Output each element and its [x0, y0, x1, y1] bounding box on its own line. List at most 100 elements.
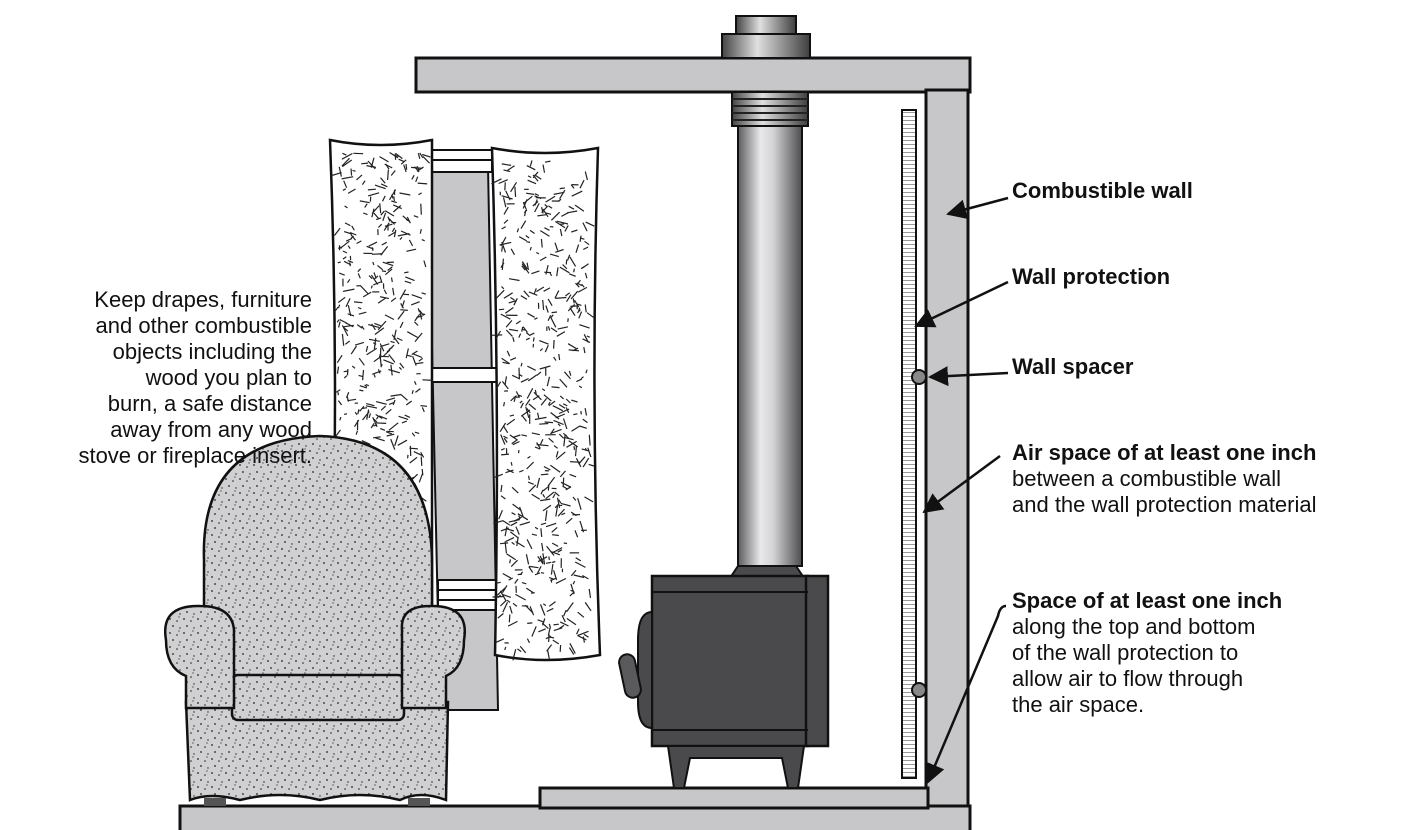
- drape-texture-stroke: [359, 389, 364, 392]
- drape-texture-stroke: [356, 174, 363, 181]
- drape-texture-stroke: [420, 203, 422, 215]
- drape-texture-stroke: [361, 325, 365, 330]
- drape-texture-stroke: [419, 152, 424, 159]
- drape-texture-stroke: [553, 627, 563, 632]
- drape-texture-stroke: [546, 376, 551, 387]
- drape-texture-stroke: [406, 216, 411, 224]
- drape-texture-stroke: [421, 468, 424, 476]
- drape-texture-stroke: [371, 323, 376, 331]
- leader-wall-spacer: [928, 366, 1009, 387]
- drape-texture-stroke: [574, 561, 586, 568]
- drape-texture-stroke: [397, 439, 408, 446]
- drape-texture-stroke: [527, 475, 530, 481]
- drape-texture-stroke: [577, 498, 582, 510]
- drape-texture-stroke: [508, 278, 520, 282]
- drape-texture-stroke: [362, 291, 372, 298]
- drape-texture-stroke: [540, 572, 545, 574]
- drape-texture-stroke: [574, 445, 578, 457]
- drape-texture-stroke: [539, 230, 550, 237]
- drape-texture-stroke: [359, 385, 368, 389]
- drape-texture-stroke: [501, 163, 512, 166]
- drape-texture-stroke: [399, 236, 403, 240]
- drape-texture-stroke: [548, 437, 554, 443]
- drape-texture-stroke: [553, 623, 559, 626]
- drape-texture-stroke: [339, 319, 347, 324]
- drape-texture-stroke: [520, 402, 524, 409]
- drape-texture-stroke: [341, 152, 353, 160]
- drape-texture-stroke: [350, 168, 353, 176]
- drape-texture-stroke: [336, 366, 340, 374]
- drape-texture-stroke: [588, 463, 595, 467]
- drape-texture-stroke: [502, 601, 509, 613]
- drape-texture-stroke: [506, 468, 514, 474]
- drape-texture-stroke: [366, 409, 370, 420]
- drape-texture-stroke: [373, 212, 380, 220]
- drape-texture-stroke: [550, 464, 561, 473]
- drape-texture-stroke: [525, 399, 531, 407]
- drape-texture-stroke: [515, 593, 526, 601]
- drape-texture-stroke: [542, 208, 549, 218]
- drape-texture-stroke: [381, 241, 387, 246]
- drape-texture-stroke: [538, 628, 546, 633]
- drape-texture-stroke: [566, 618, 577, 626]
- drape-texture-stroke: [564, 225, 569, 232]
- floor: [178, 804, 972, 830]
- drape-texture-stroke: [568, 273, 576, 277]
- drape-texture-stroke: [377, 297, 387, 304]
- drape-texture-stroke: [542, 486, 549, 492]
- drape-texture-stroke: [400, 159, 407, 165]
- drape-texture-stroke: [534, 572, 541, 576]
- drape-texture-stroke: [524, 209, 527, 217]
- drape-texture-stroke: [511, 512, 516, 516]
- drape-texture-stroke: [567, 343, 578, 350]
- drape-texture-stroke: [334, 227, 341, 236]
- drape-texture-stroke: [545, 195, 556, 203]
- drape-texture-stroke: [417, 182, 428, 185]
- drape-texture-stroke: [571, 190, 583, 197]
- drape-texture-stroke: [556, 267, 559, 277]
- drape-texture-stroke: [339, 416, 342, 421]
- drape-texture-stroke: [401, 300, 405, 308]
- drape-texture-stroke: [579, 235, 582, 242]
- drape-texture-stroke: [414, 431, 420, 434]
- drape-texture-stroke: [370, 274, 379, 285]
- drape-texture-stroke: [389, 151, 399, 159]
- drape-texture-stroke: [399, 289, 407, 300]
- drape-texture-stroke: [350, 345, 358, 355]
- drape-texture-stroke: [546, 649, 550, 659]
- drape-texture-stroke: [375, 401, 387, 405]
- drape-texture-stroke: [386, 433, 395, 437]
- drape-texture-stroke: [412, 353, 423, 359]
- drape-texture-stroke: [534, 389, 537, 396]
- drape-texture-stroke: [335, 389, 341, 393]
- drape-texture-stroke: [526, 638, 531, 644]
- drape-texture-stroke: [351, 225, 355, 231]
- drape-texture-stroke: [505, 329, 513, 337]
- drape-texture-stroke: [537, 619, 545, 623]
- drape-texture-stroke: [559, 378, 568, 388]
- leader-combustible-wall: [946, 196, 1009, 220]
- drape-texture-stroke: [539, 604, 546, 616]
- drape-texture-stroke: [504, 526, 508, 537]
- drape-texture-stroke: [338, 166, 342, 177]
- drape-texture-stroke: [372, 261, 375, 266]
- drape-texture-stroke: [525, 235, 530, 239]
- drape-texture-stroke: [508, 614, 511, 623]
- drape-texture-stroke: [361, 162, 369, 165]
- drape-texture-stroke: [584, 496, 594, 503]
- drape-texture-stroke: [383, 222, 390, 231]
- left-note-line-7: stove or fireplace insert.: [78, 443, 312, 468]
- drape-texture-stroke: [413, 215, 419, 218]
- drape-texture-stroke: [420, 456, 423, 466]
- drape-texture-stroke: [547, 401, 551, 406]
- drape-texture-stroke: [562, 403, 568, 407]
- drape-texture-stroke: [520, 409, 531, 417]
- drape-texture-stroke: [568, 205, 575, 210]
- drape-texture-stroke: [551, 386, 560, 389]
- drape-texture-stroke: [528, 484, 537, 493]
- drape-texture-stroke: [515, 320, 521, 325]
- drape-texture-stroke: [542, 493, 546, 498]
- drape-texture-stroke: [406, 248, 417, 252]
- drape-texture-stroke: [579, 425, 587, 429]
